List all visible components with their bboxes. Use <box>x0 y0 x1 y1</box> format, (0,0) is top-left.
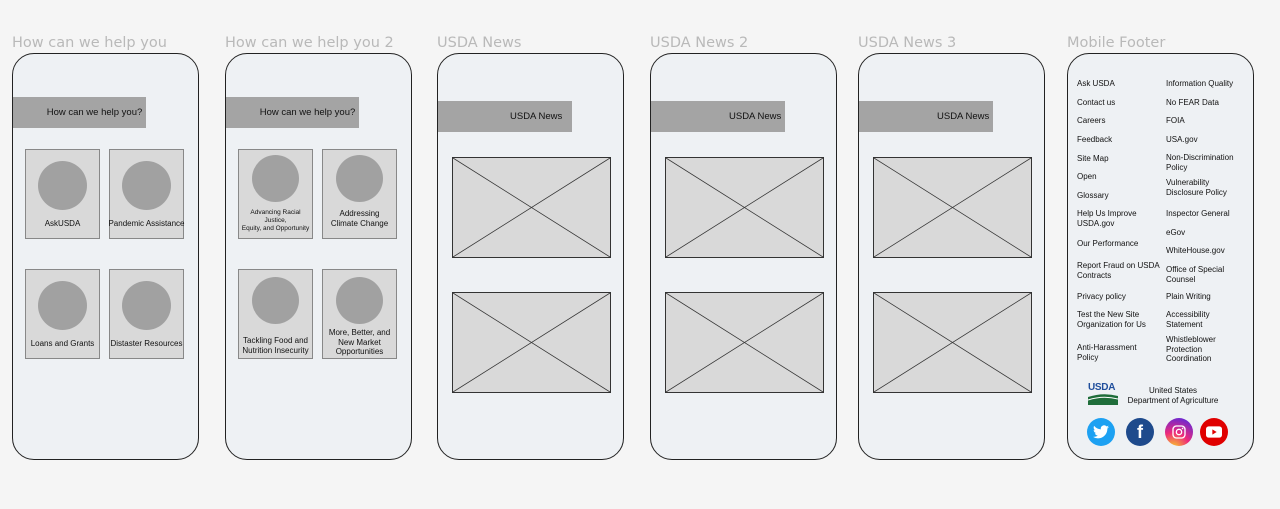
help-card-loans-grants[interactable]: Loans and Grants <box>25 269 100 359</box>
card-image-placeholder <box>252 155 299 202</box>
agency-name: United States Department of Agriculture <box>1127 386 1219 405</box>
card-label: Tackling Food and Nutrition Insecurity <box>242 336 309 355</box>
card-label: Advancing Racial Justice, Equity, and Op… <box>241 209 310 232</box>
footer-link-open[interactable]: Open <box>1077 172 1097 181</box>
instagram-icon[interactable] <box>1165 418 1193 446</box>
phone-frame-news-3: USDA News <box>858 53 1045 460</box>
phone-frame-help: How can we help you? AskUSDA Pandemic As… <box>12 53 199 460</box>
frame-title: USDA News 3 <box>858 35 957 51</box>
footer-link-ask-usda[interactable]: Ask USDA <box>1077 79 1115 88</box>
footer-link-info-quality[interactable]: Information Quality <box>1166 79 1234 88</box>
footer-link-contact[interactable]: Contact us <box>1077 98 1116 107</box>
card-image-placeholder <box>38 161 87 210</box>
footer-link-careers[interactable]: Careers <box>1077 116 1106 125</box>
card-label: Distaster Resources <box>110 339 183 348</box>
footer-link-foia[interactable]: FOIA <box>1166 116 1185 125</box>
footer-link-feedback[interactable]: Feedback <box>1077 135 1113 144</box>
card-label: More, Better, and New Market Opportuniti… <box>328 328 391 356</box>
footer-link-performance[interactable]: Our Performance <box>1077 239 1139 248</box>
news-image-placeholder[interactable] <box>452 157 611 258</box>
frame-title: USDA News 2 <box>650 35 749 51</box>
help-card-disaster-resources[interactable]: Distaster Resources <box>109 269 184 359</box>
help-card-climate-change[interactable]: Addressing Climate Change <box>322 149 397 239</box>
news-image-placeholder[interactable] <box>665 292 824 393</box>
card-image-placeholder <box>336 277 383 324</box>
footer-link-egov[interactable]: eGov <box>1166 228 1186 237</box>
news-image-placeholder[interactable] <box>873 292 1032 393</box>
help-card-new-markets[interactable]: More, Better, and New Market Opportuniti… <box>322 269 397 359</box>
section-header: How can we help you? <box>226 97 359 128</box>
frame-title: How can we help you <box>12 35 167 51</box>
phone-frame-news: USDA News <box>437 53 624 460</box>
card-label: Pandemic Assistance <box>108 219 185 228</box>
section-header: USDA News <box>651 101 785 132</box>
help-card-pandemic-assistance[interactable]: Pandemic Assistance <box>108 149 185 239</box>
news-image-placeholder[interactable] <box>452 292 611 393</box>
card-image-placeholder <box>336 155 383 202</box>
news-image-placeholder[interactable] <box>665 157 824 258</box>
footer-link-no-fear[interactable]: No FEAR Data <box>1166 98 1219 107</box>
footer-link-privacy[interactable]: Privacy policy <box>1077 292 1126 301</box>
card-label: Addressing Climate Change <box>330 209 389 228</box>
usda-logo[interactable]: USDA <box>1088 383 1118 405</box>
footer-link-glossary[interactable]: Glossary <box>1077 191 1109 200</box>
footer-link-usa-gov[interactable]: USA.gov <box>1166 135 1198 144</box>
help-card-food-nutrition[interactable]: Tackling Food and Nutrition Insecurity <box>238 269 313 359</box>
card-label: AskUSDA <box>44 219 81 228</box>
frame-title: USDA News <box>437 35 522 51</box>
phone-frame-help-2: How can we help you? Advancing Racial Ju… <box>225 53 412 460</box>
section-header: How can we help you? <box>13 97 146 128</box>
twitter-icon[interactable] <box>1087 418 1115 446</box>
phone-frame-footer: Ask USDA Contact us Careers Feedback Sit… <box>1067 53 1254 460</box>
card-label: Loans and Grants <box>30 339 95 348</box>
news-image-placeholder[interactable] <box>873 157 1032 258</box>
youtube-icon[interactable] <box>1200 418 1228 446</box>
help-card-racial-justice[interactable]: Advancing Racial Justice, Equity, and Op… <box>238 149 313 239</box>
phone-frame-news-2: USDA News <box>650 53 837 460</box>
card-image-placeholder <box>252 277 299 324</box>
frame-title: Mobile Footer <box>1067 35 1166 51</box>
section-header: USDA News <box>438 101 572 132</box>
footer-link-inspector-general[interactable]: Inspector General <box>1166 209 1230 218</box>
card-image-placeholder <box>122 161 171 210</box>
footer-link-whitehouse[interactable]: WhiteHouse.gov <box>1166 246 1225 255</box>
help-card-askusda[interactable]: AskUSDA <box>25 149 100 239</box>
section-header: USDA News <box>859 101 993 132</box>
footer-link-plain-writing[interactable]: Plain Writing <box>1166 292 1211 301</box>
card-image-placeholder <box>38 281 87 330</box>
footer-link-site-map[interactable]: Site Map <box>1077 154 1109 163</box>
frame-title: How can we help you 2 <box>225 35 394 51</box>
facebook-icon[interactable]: f <box>1126 418 1154 446</box>
card-image-placeholder <box>122 281 171 330</box>
